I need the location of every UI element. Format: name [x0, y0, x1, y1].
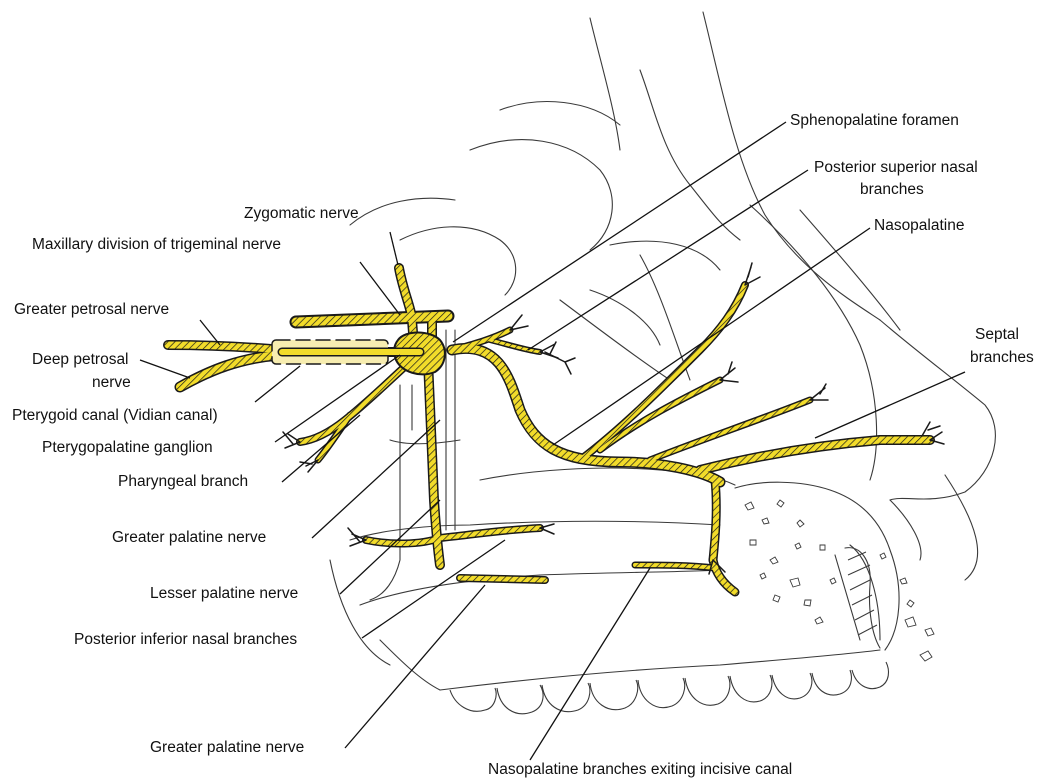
label-nasopalatine-incisive-canal: Nasopalatine branches exiting incisive c… [488, 760, 792, 779]
label-pterygoid-canal: Pterygoid canal (Vidian canal) [12, 406, 218, 425]
label-greater-palatine-nerve-upper: Greater palatine nerve [112, 528, 266, 547]
label-deep-petrosal-line1: Deep petrosal [32, 350, 129, 369]
incisor-hatch [848, 552, 877, 635]
label-pterygopalatine-ganglion: Pterygopalatine ganglion [42, 438, 213, 457]
label-zygomatic-nerve: Zygomatic nerve [244, 204, 359, 223]
label-maxillary-division: Maxillary division of trigeminal nerve [32, 235, 281, 254]
label-posterior-superior-nasal-line1: Posterior superior nasal [814, 158, 978, 177]
label-deep-petrosal-line2: nerve [92, 373, 131, 392]
label-septal-line2: branches [970, 348, 1034, 367]
label-lesser-palatine-nerve: Lesser palatine nerve [150, 584, 298, 603]
label-posterior-inferior-nasal: Posterior inferior nasal branches [74, 630, 297, 649]
label-posterior-superior-nasal-line2: branches [860, 180, 924, 199]
label-septal-line1: Septal [975, 325, 1019, 344]
label-pharyngeal-branch: Pharyngeal branch [118, 472, 248, 491]
teeth-row [450, 662, 888, 714]
label-greater-petrosal-nerve: Greater petrosal nerve [14, 300, 169, 319]
bone-texture [745, 500, 934, 661]
label-nasopalatine: Nasopalatine [874, 216, 964, 235]
label-greater-palatine-nerve-lower: Greater palatine nerve [150, 738, 304, 757]
nerve-pathways [168, 263, 944, 592]
label-sphenopalatine-foramen: Sphenopalatine foramen [790, 111, 959, 130]
